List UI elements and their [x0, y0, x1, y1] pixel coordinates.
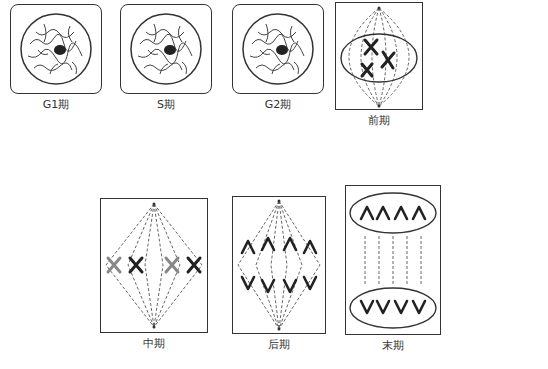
phase-label: S期	[157, 98, 175, 111]
phase-panel: 末期	[345, 185, 441, 335]
prophase-cell	[341, 7, 417, 108]
interphase-nucleus	[131, 14, 201, 84]
phase-label: 末期	[382, 339, 404, 352]
phase-label: G2期	[265, 98, 292, 111]
interphase-nucleus	[21, 14, 91, 84]
anaphase-cell	[238, 200, 320, 331]
phase-label: 后期	[268, 338, 290, 351]
phase-panel: G1期	[10, 4, 102, 94]
phase-label: G1期	[43, 98, 70, 111]
metaphase-cell	[106, 203, 202, 329]
telophase-cell	[350, 193, 436, 328]
phase-label: 前期	[368, 114, 390, 127]
phase-panel: 中期	[100, 198, 208, 333]
phase-panel: S期	[120, 4, 212, 94]
interphase-nucleus	[243, 14, 313, 84]
phase-panel: 前期	[335, 2, 423, 110]
phase-panel: 后期	[232, 196, 326, 334]
phase-label: 中期	[143, 337, 165, 350]
phase-panel: G2期	[232, 4, 324, 94]
